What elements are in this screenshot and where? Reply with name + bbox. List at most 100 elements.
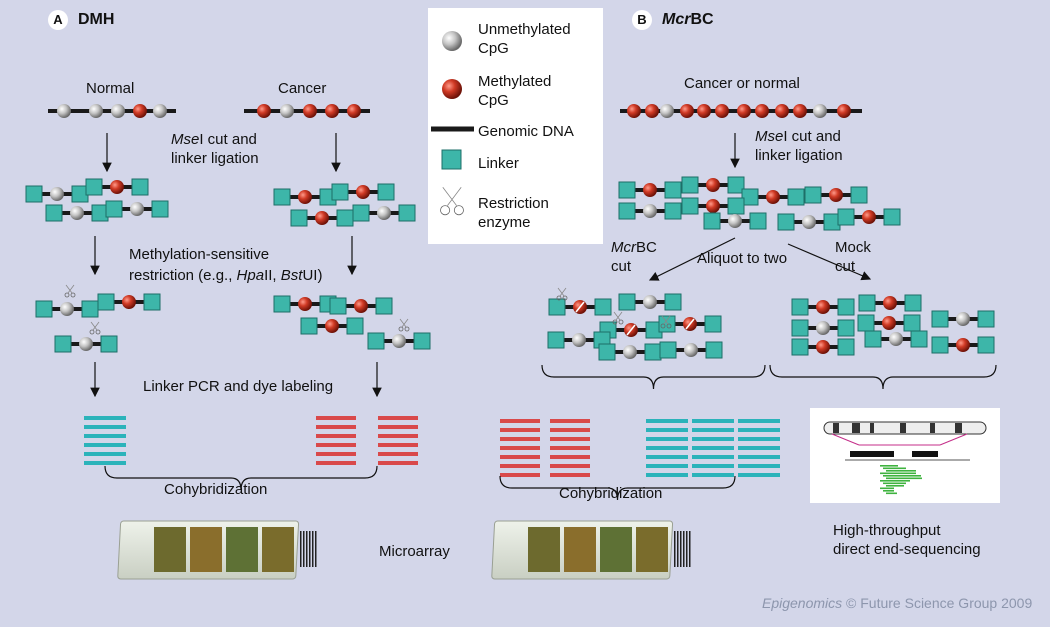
bracket xyxy=(104,465,378,491)
hybridization-bar xyxy=(500,428,540,432)
hybridization-bar xyxy=(646,428,688,432)
scissors-icon xyxy=(95,329,101,335)
scissors-icon xyxy=(404,326,410,332)
hybridization-bar xyxy=(500,446,540,450)
linker xyxy=(791,298,809,316)
mcrbc-cut-word: cut xyxy=(611,258,632,275)
gene-model xyxy=(912,451,938,457)
linker xyxy=(858,294,876,312)
scissors-icon xyxy=(92,321,100,331)
scissors-icon xyxy=(401,318,409,328)
sequence-read xyxy=(886,485,904,487)
linker xyxy=(883,208,901,226)
mock-line1: Mock xyxy=(835,239,871,256)
sequence-read xyxy=(880,480,910,482)
linker xyxy=(703,212,721,230)
hybridization-bar xyxy=(316,434,356,438)
linker xyxy=(904,294,922,312)
linker xyxy=(105,200,123,218)
methylated-cpg xyxy=(715,104,729,118)
unmethylated-cpg xyxy=(130,202,144,216)
hybridization-bar xyxy=(692,473,734,477)
unmethylated-cpg xyxy=(643,204,657,218)
linker xyxy=(910,330,928,348)
linker xyxy=(100,335,118,353)
legend-unmethylated-label: Unmethylated CpG xyxy=(478,20,571,58)
b-mse-rest: I cut and xyxy=(783,128,841,145)
hybridization-bar xyxy=(316,416,356,420)
sequence-read xyxy=(886,470,916,472)
b-linker-ligation-label: linker ligation xyxy=(755,147,843,164)
linker xyxy=(749,212,767,230)
linker xyxy=(658,315,676,333)
barcode-line xyxy=(306,531,308,567)
linker xyxy=(35,300,53,318)
hybridization-bar xyxy=(378,416,418,420)
scissors-icon xyxy=(64,292,70,298)
methylated-cpg xyxy=(643,183,657,197)
scissors-icon xyxy=(70,292,76,298)
cut-mark xyxy=(685,318,695,330)
linker xyxy=(618,202,636,220)
hybridization-bar xyxy=(646,473,688,477)
hybridization-bar xyxy=(692,428,734,432)
array-spot xyxy=(190,527,222,572)
unmethylated-cpg xyxy=(392,334,406,348)
scissors-icon xyxy=(660,323,666,329)
linker xyxy=(931,310,949,328)
scissors-icon xyxy=(65,284,73,294)
legend-genomic-dna-label: Genomic DNA xyxy=(478,123,574,140)
methylated-cpg xyxy=(837,104,851,118)
chromosome-band xyxy=(870,423,874,433)
methylated-cpg xyxy=(706,178,720,192)
hybridization-bar xyxy=(738,437,780,441)
hybridization-bar xyxy=(646,437,688,441)
scissors-icon xyxy=(666,323,672,329)
linker xyxy=(346,317,364,335)
linker xyxy=(131,178,149,196)
sequence-read xyxy=(883,490,894,492)
credit-rest: © Future Science Group 2009 xyxy=(842,595,1033,611)
legend-linker-label: Linker xyxy=(478,155,519,172)
scissors-icon xyxy=(559,287,567,297)
panel-b-badge: B xyxy=(632,10,652,30)
methylated-cpg xyxy=(706,199,720,213)
linker xyxy=(375,297,393,315)
hybridization-bar xyxy=(738,446,780,450)
scissors-icon xyxy=(615,311,623,321)
cut-mark xyxy=(626,324,636,336)
legend-methylated-line1: Methylated xyxy=(478,73,552,90)
a-mse-italic: Mse xyxy=(171,131,200,148)
linker xyxy=(594,298,612,316)
hybridization-bar xyxy=(378,461,418,465)
unmethylated-cpg xyxy=(728,214,742,228)
scissors-icon xyxy=(557,287,565,297)
hybridization-bar xyxy=(692,419,734,423)
unmethylated-cpg xyxy=(60,302,74,316)
normal-label: Normal xyxy=(86,80,135,97)
linker xyxy=(329,297,347,315)
panel-b-title: McrBC xyxy=(662,11,714,29)
linker xyxy=(681,197,699,215)
unmethylated-cpg xyxy=(57,104,71,118)
methylated-cpg xyxy=(298,190,312,204)
msr-line2-a: restriction (e.g., xyxy=(129,267,237,284)
barcode-line xyxy=(677,531,679,567)
linker xyxy=(352,204,370,222)
linker xyxy=(931,336,949,354)
mcrbc-rest: BC xyxy=(636,239,657,256)
bracket xyxy=(541,364,766,390)
microarray-label: Microarray xyxy=(379,543,450,560)
chromosome-band xyxy=(930,423,935,433)
a-linker-ligation-label: linker ligation xyxy=(171,150,259,167)
hybridization-bar xyxy=(500,464,540,468)
hybridization-bar xyxy=(84,416,126,420)
gene-model xyxy=(850,451,894,457)
linker xyxy=(45,204,63,222)
unmethylated-cpg xyxy=(442,31,462,51)
hybridization-bar xyxy=(378,443,418,447)
barcode-line xyxy=(315,531,317,567)
arrow xyxy=(787,243,872,281)
scissors-icon xyxy=(90,321,98,331)
scissors-icon xyxy=(442,186,457,206)
